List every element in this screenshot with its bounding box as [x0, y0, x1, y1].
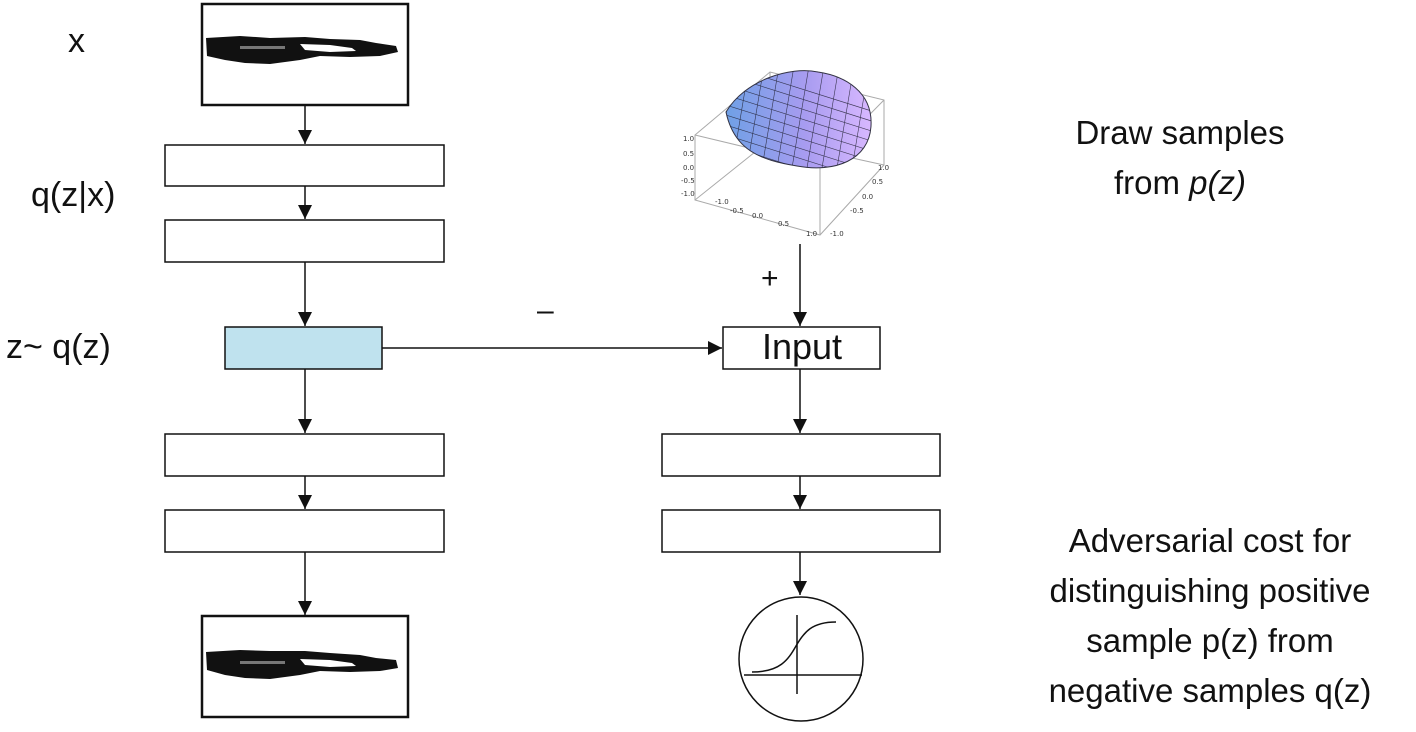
encoder-layer-1	[164, 144, 445, 187]
tick-left-2: 0.5	[683, 150, 694, 158]
discriminator-layer-1	[661, 433, 941, 477]
label-minus: –	[537, 294, 554, 327]
cost-line-4: negative samples q(z)	[1048, 672, 1372, 709]
cost-line-2: distinguishing positive	[1049, 572, 1371, 609]
discriminator-input-label: Input	[761, 326, 843, 367]
tick-right-5: 1.0	[878, 164, 889, 172]
tick-left-3: 0.0	[683, 164, 694, 172]
tick-bottom-3: 0.0	[752, 212, 763, 220]
prior-surface-plot: 1.0 0.5 0.0 -0.5 -1.0 -1.0 -0.5 0.0 0.5 …	[681, 70, 889, 238]
tick-right-2: -0.5	[850, 207, 864, 215]
note-draw-samples: Draw samples from p(z)	[1010, 108, 1350, 208]
decoder-layer-2	[164, 509, 445, 553]
latent-code-box	[224, 326, 383, 370]
encoder-layer-2	[164, 219, 445, 263]
tick-bottom-2: -0.5	[730, 207, 744, 215]
note-draw-samples-pz: p(z)	[1189, 164, 1246, 201]
note-adversarial-cost: Adversarial cost for distinguishing posi…	[1006, 516, 1414, 716]
sigmoid-curve	[751, 621, 837, 673]
tick-bottom-1: -1.0	[715, 198, 729, 206]
input-image-box	[200, 2, 410, 107]
label-plus: +	[761, 262, 779, 295]
tick-right-4: 0.5	[872, 178, 883, 186]
cost-line-1: Adversarial cost for	[1068, 522, 1352, 559]
label-latent-z: z~ q(z)	[6, 328, 111, 366]
label-encoder-qzx: q(z|x)	[31, 176, 116, 214]
input-image-stroke	[206, 36, 398, 64]
note-draw-samples-from: from	[1113, 164, 1190, 201]
reconstruction-image-box	[200, 614, 410, 719]
tick-left-5: -1.0	[681, 190, 695, 198]
label-x: x	[68, 22, 85, 60]
tick-left-4: -0.5	[681, 177, 695, 185]
tick-right-3: 0.0	[862, 193, 873, 201]
tick-left-1: 1.0	[683, 135, 694, 143]
reconstruction-image-stroke	[206, 650, 398, 679]
discriminator-input-box	[722, 326, 881, 370]
decoder-layer-1	[164, 433, 445, 477]
discriminator-layer-2	[661, 509, 941, 553]
sigmoid-output-node	[738, 596, 864, 722]
plot-axis-ticks: 1.0 0.5 0.0 -0.5 -1.0 -1.0 -0.5 0.0 0.5 …	[681, 135, 889, 238]
note-draw-samples-line2: from p(z)	[1010, 158, 1350, 208]
tick-right-1: -1.0	[830, 230, 844, 238]
tick-bottom-5: 1.0	[806, 230, 817, 238]
note-draw-samples-line1: Draw samples	[1075, 114, 1285, 151]
cost-line-3: sample p(z) from	[1086, 622, 1334, 659]
tick-bottom-4: 0.5	[778, 220, 789, 228]
